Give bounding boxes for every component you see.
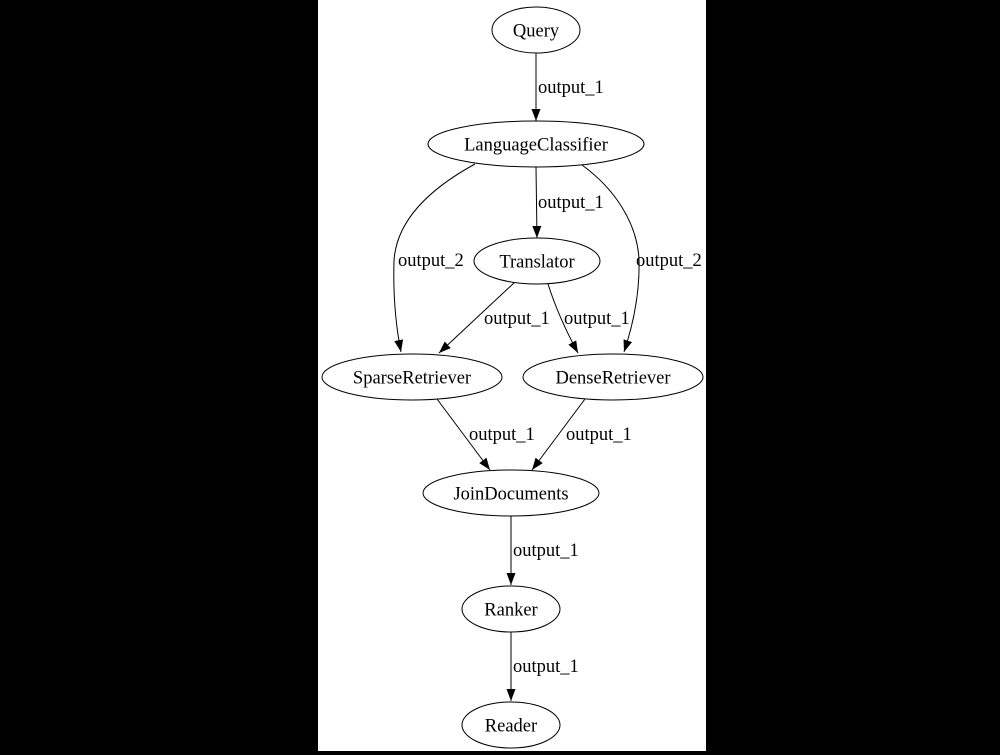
- node-reader: Reader: [461, 701, 561, 749]
- node-joindocuments-label: JoinDocuments: [453, 485, 568, 505]
- node-languageclassifier: LanguageClassifier: [427, 120, 645, 168]
- edge-translator-denseretriever: [547, 283, 579, 354]
- node-translator-label: Translator: [499, 253, 574, 273]
- edge-label-sparseretriever-joindocuments: output_1: [469, 425, 535, 445]
- edge-sparseretriever-joindocuments: [436, 398, 491, 471]
- node-query: Query: [491, 6, 581, 54]
- edge-label-translator-denseretriever: output_1: [564, 309, 630, 329]
- nodes: Query LanguageClassifier Translator Spar…: [321, 6, 704, 749]
- node-sparseretriever-label: SparseRetriever: [353, 369, 471, 389]
- edge-languageclassifier-denseretriever: [581, 164, 640, 353]
- node-denseretriever: DenseRetriever: [522, 353, 704, 401]
- edge-label-languageclassifier-translator: output_1: [538, 193, 604, 213]
- node-denseretriever-shape: [522, 353, 704, 401]
- node-query-shape: [491, 6, 581, 54]
- pipeline-graph-canvas: output_1 output_1 output_2 output_2 outp…: [318, 0, 706, 751]
- edge-label-joindocuments-ranker: output_1: [513, 541, 579, 561]
- edge-label-languageclassifier-sparseretriever: output_2: [398, 251, 464, 271]
- edge-label-translator-sparseretriever: output_1: [484, 309, 550, 329]
- edge-label-denseretriever-joindocuments: output_1: [566, 425, 632, 445]
- edge-denseretriever-joindocuments: [531, 398, 586, 471]
- node-languageclassifier-label: LanguageClassifier: [464, 136, 608, 156]
- node-ranker-shape: [461, 585, 561, 633]
- node-sparseretriever-shape: [321, 353, 503, 401]
- node-ranker-label: Ranker: [484, 601, 537, 621]
- edge-languageclassifier-translator: [532, 166, 542, 239]
- node-ranker: Ranker: [461, 585, 561, 633]
- node-joindocuments: JoinDocuments: [422, 469, 600, 517]
- node-languageclassifier-shape: [427, 120, 645, 168]
- node-reader-label: Reader: [485, 717, 537, 737]
- node-reader-shape: [461, 701, 561, 749]
- node-query-label: Query: [513, 22, 560, 42]
- edge-labels: output_1 output_1 output_2 output_2 outp…: [398, 78, 702, 677]
- edge-label-query-languageclassifier: output_1: [538, 78, 604, 98]
- edge-translator-sparseretriever: [438, 281, 516, 354]
- node-denseretriever-label: DenseRetriever: [555, 369, 670, 389]
- edge-label-languageclassifier-denseretriever: output_2: [636, 251, 702, 271]
- edges: [393, 53, 640, 701]
- node-translator-shape: [473, 237, 601, 285]
- edge-languageclassifier-sparseretriever: [393, 163, 476, 353]
- node-translator: Translator: [473, 237, 601, 285]
- edge-label-ranker-reader: output_1: [513, 657, 579, 677]
- node-joindocuments-shape: [422, 469, 600, 517]
- pipeline-graph: output_1 output_1 output_2 output_2 outp…: [321, 6, 704, 749]
- node-sparseretriever: SparseRetriever: [321, 353, 503, 401]
